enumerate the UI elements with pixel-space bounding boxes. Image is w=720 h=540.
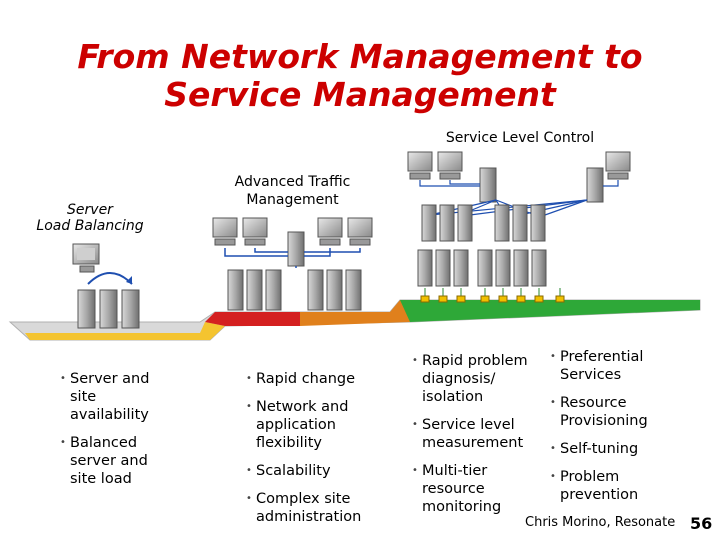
bullet-item: Resource Provisioning — [548, 394, 668, 430]
stage-3-bullets: Rapid problem diagnosis/ isolation Servi… — [410, 352, 535, 526]
stage-3-4-devices — [407, 151, 631, 303]
service-level-control-label: Service Level Control — [445, 130, 595, 146]
bullet-item: Problem prevention — [548, 468, 668, 504]
slide-title-line-1: From Network Management to — [77, 37, 643, 76]
bullet-item: Rapid problem diagnosis/ isolation — [410, 352, 535, 406]
evolution-ribbon — [8, 299, 701, 341]
bullet-item: Complex site administration — [244, 490, 379, 526]
stage-1-devices — [72, 243, 140, 329]
stage-2-bullets: Rapid change Network and application fle… — [244, 370, 379, 536]
stage-4-bullets: Preferential Services Resource Provision… — [548, 348, 668, 514]
bullet-item: Scalability — [244, 462, 379, 480]
bullet-item: Rapid change — [244, 370, 379, 388]
advanced-traffic-label-line-2: Management — [246, 192, 339, 208]
bullet-item: Balanced server and site load — [58, 434, 163, 488]
stage-1-bullets: Server and site availability Balanced se… — [58, 370, 163, 498]
server-load-balancing-label-line-1: Server — [67, 202, 113, 218]
slide-title-line-2: Service Management — [164, 75, 556, 114]
bullet-item: Self-tuning — [548, 440, 668, 458]
bullet-item: Multi-tier resource monitoring — [410, 462, 535, 516]
bullet-item: Network and application flexibility — [244, 398, 379, 452]
stage-2-devices — [212, 217, 373, 311]
server-load-balancing-label-line-2: Load Balancing — [36, 218, 144, 234]
bullet-item: Service level measurement — [410, 416, 535, 452]
bullet-item: Server and site availability — [58, 370, 163, 424]
advanced-traffic-label-line-1: Advanced Traffic — [234, 174, 351, 190]
bullet-item: Preferential Services — [548, 348, 668, 384]
author-credit: Chris Morino, Resonate — [525, 515, 676, 530]
page-number: 56 — [690, 514, 713, 533]
